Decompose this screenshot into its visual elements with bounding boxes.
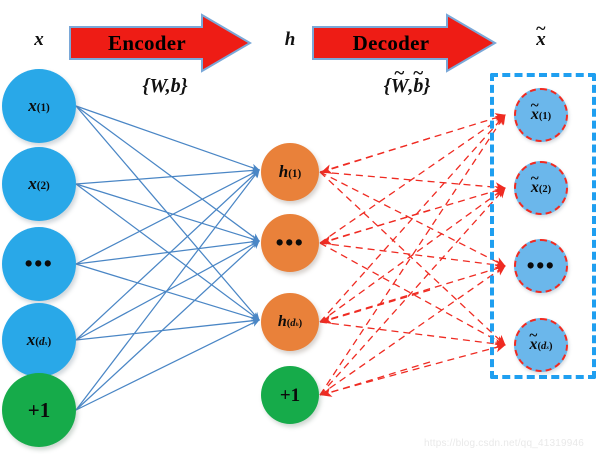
decoder-params-open: { (383, 75, 391, 97)
encoder-params: {W,b} (110, 76, 220, 96)
input-node-xdx[interactable]: x(dx) (2, 303, 76, 377)
decoder-edges-forward (319, 113, 506, 396)
decoder-param-b: b (413, 75, 424, 97)
input-bias-node-label: +1 (27, 397, 51, 422)
watermark: https://blog.csdn.net/qq_41319946 (424, 438, 584, 449)
tilde-accent-w: ~ (394, 63, 405, 85)
layer-label-hidden-text: h (284, 29, 296, 50)
encoder-params-open: { (142, 75, 150, 97)
hidden-node-h1-label: h(1) (278, 162, 302, 182)
hidden-node-ellipsis[interactable]: ••• (261, 214, 319, 272)
input-node-x1[interactable]: x(1) (2, 69, 76, 143)
decoder-param-w-wrap: ~W (390, 64, 409, 97)
hidden-node-hdh[interactable]: h(dh) (261, 293, 319, 351)
tilde-accent-b: ~ (413, 63, 424, 85)
output-node-ellipsis-label: ••• (526, 253, 556, 279)
layer-label-input-text: x (34, 29, 44, 50)
input-node-xdx-label: x(dx) (26, 330, 52, 350)
hidden-node-h1[interactable]: h(1) (261, 143, 319, 201)
encoder-params-comma: , (165, 75, 171, 97)
input-node-x1-label: x(1) (28, 96, 50, 116)
encoder-param-w: W (149, 75, 166, 97)
watermark-text: https://blog.csdn.net/qq_41319946 (424, 438, 585, 449)
output-node-x2[interactable]: ~x(2) (514, 161, 568, 215)
encoder-params-close: } (180, 75, 188, 97)
hidden-bias-node-label: +1 (279, 384, 301, 406)
layer-label-output-text: x (536, 29, 546, 50)
layer-label-output-wrap: ~ x (536, 19, 546, 50)
hidden-node-ellipsis-label: ••• (275, 230, 305, 256)
tilde-accent-output-label: ~ (536, 17, 546, 38)
output-node-xdx-label: ~x(dx) (529, 326, 553, 353)
decoder-arrow-label: Decoder (352, 30, 430, 55)
encoder-arrow-shape (69, 13, 252, 73)
decoder-param-b-wrap: ~b (413, 64, 424, 97)
decoder-params: {~W,~b} (352, 64, 462, 97)
encoder-param-b: b (170, 75, 181, 97)
output-node-x1-label: ~x(1) (530, 96, 552, 123)
decoder-param-w: W (390, 75, 409, 97)
layer-label-hidden: h (265, 30, 315, 49)
decoder-params-close: } (423, 75, 431, 97)
input-bias-node[interactable]: +1 (2, 373, 76, 447)
layer-label-output: ~ x (516, 19, 566, 50)
output-node-xdx[interactable]: ~x(dx) (514, 318, 568, 372)
output-node-x1[interactable]: ~x(1) (514, 88, 568, 142)
output-group-box (490, 73, 596, 379)
output-node-x2-label: ~x(2) (530, 169, 552, 196)
input-node-ellipsis-label: ••• (24, 251, 54, 277)
decoder-params-comma: , (408, 75, 414, 97)
input-node-ellipsis[interactable]: ••• (2, 227, 76, 301)
encoder-arrow: Encoder (68, 13, 252, 73)
hidden-bias-node[interactable]: +1 (261, 366, 319, 424)
input-node-x2[interactable]: x(2) (2, 147, 76, 221)
decoder-edges-backward (321, 137, 431, 397)
hidden-node-hdh-label: h(dh) (277, 313, 303, 330)
encoder-arrow-label: Encoder (108, 30, 186, 55)
decoder-arrow: Decoder (311, 13, 497, 73)
encoder-edges (75, 105, 261, 411)
decoder-arrow-shape (312, 13, 497, 73)
output-node-ellipsis[interactable]: ••• (514, 239, 568, 293)
layer-label-input: x (14, 30, 64, 49)
input-node-x2-label: x(2) (28, 174, 50, 194)
